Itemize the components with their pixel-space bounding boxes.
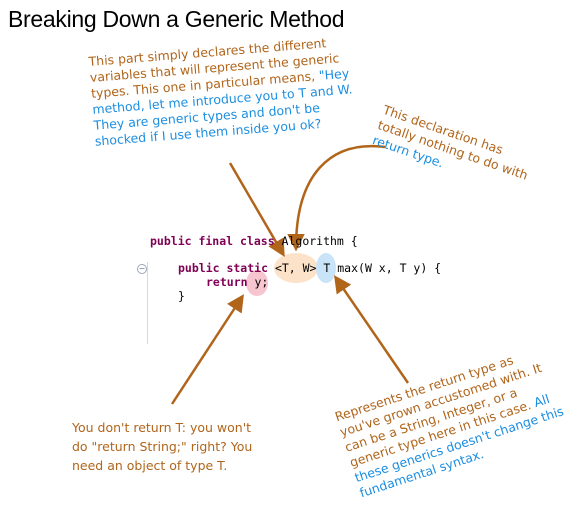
page-title: Breaking Down a Generic Method [8, 6, 345, 32]
arrow-declares [228, 162, 285, 258]
arrow-represents [334, 275, 410, 384]
return-type-highlight [316, 253, 336, 283]
arrow-declaration [287, 144, 386, 252]
code-line-class: public final class Algorithm { [150, 234, 358, 248]
note-type-parameters: This part simply declares the different … [88, 35, 353, 149]
code-line-close: } [178, 289, 185, 303]
note-return-value: You don't return T: you won't do "return… [72, 420, 253, 473]
code-line-return: return y; [206, 275, 269, 289]
type-parameters-highlight [274, 253, 318, 283]
code-line-method: public static <T, W> T max(W x, T y) { [178, 261, 442, 275]
editor-gutter [147, 262, 148, 344]
fold-toggle-icon[interactable]: − [137, 264, 147, 274]
arrow-return [170, 294, 244, 405]
return-value-highlight [246, 270, 268, 296]
